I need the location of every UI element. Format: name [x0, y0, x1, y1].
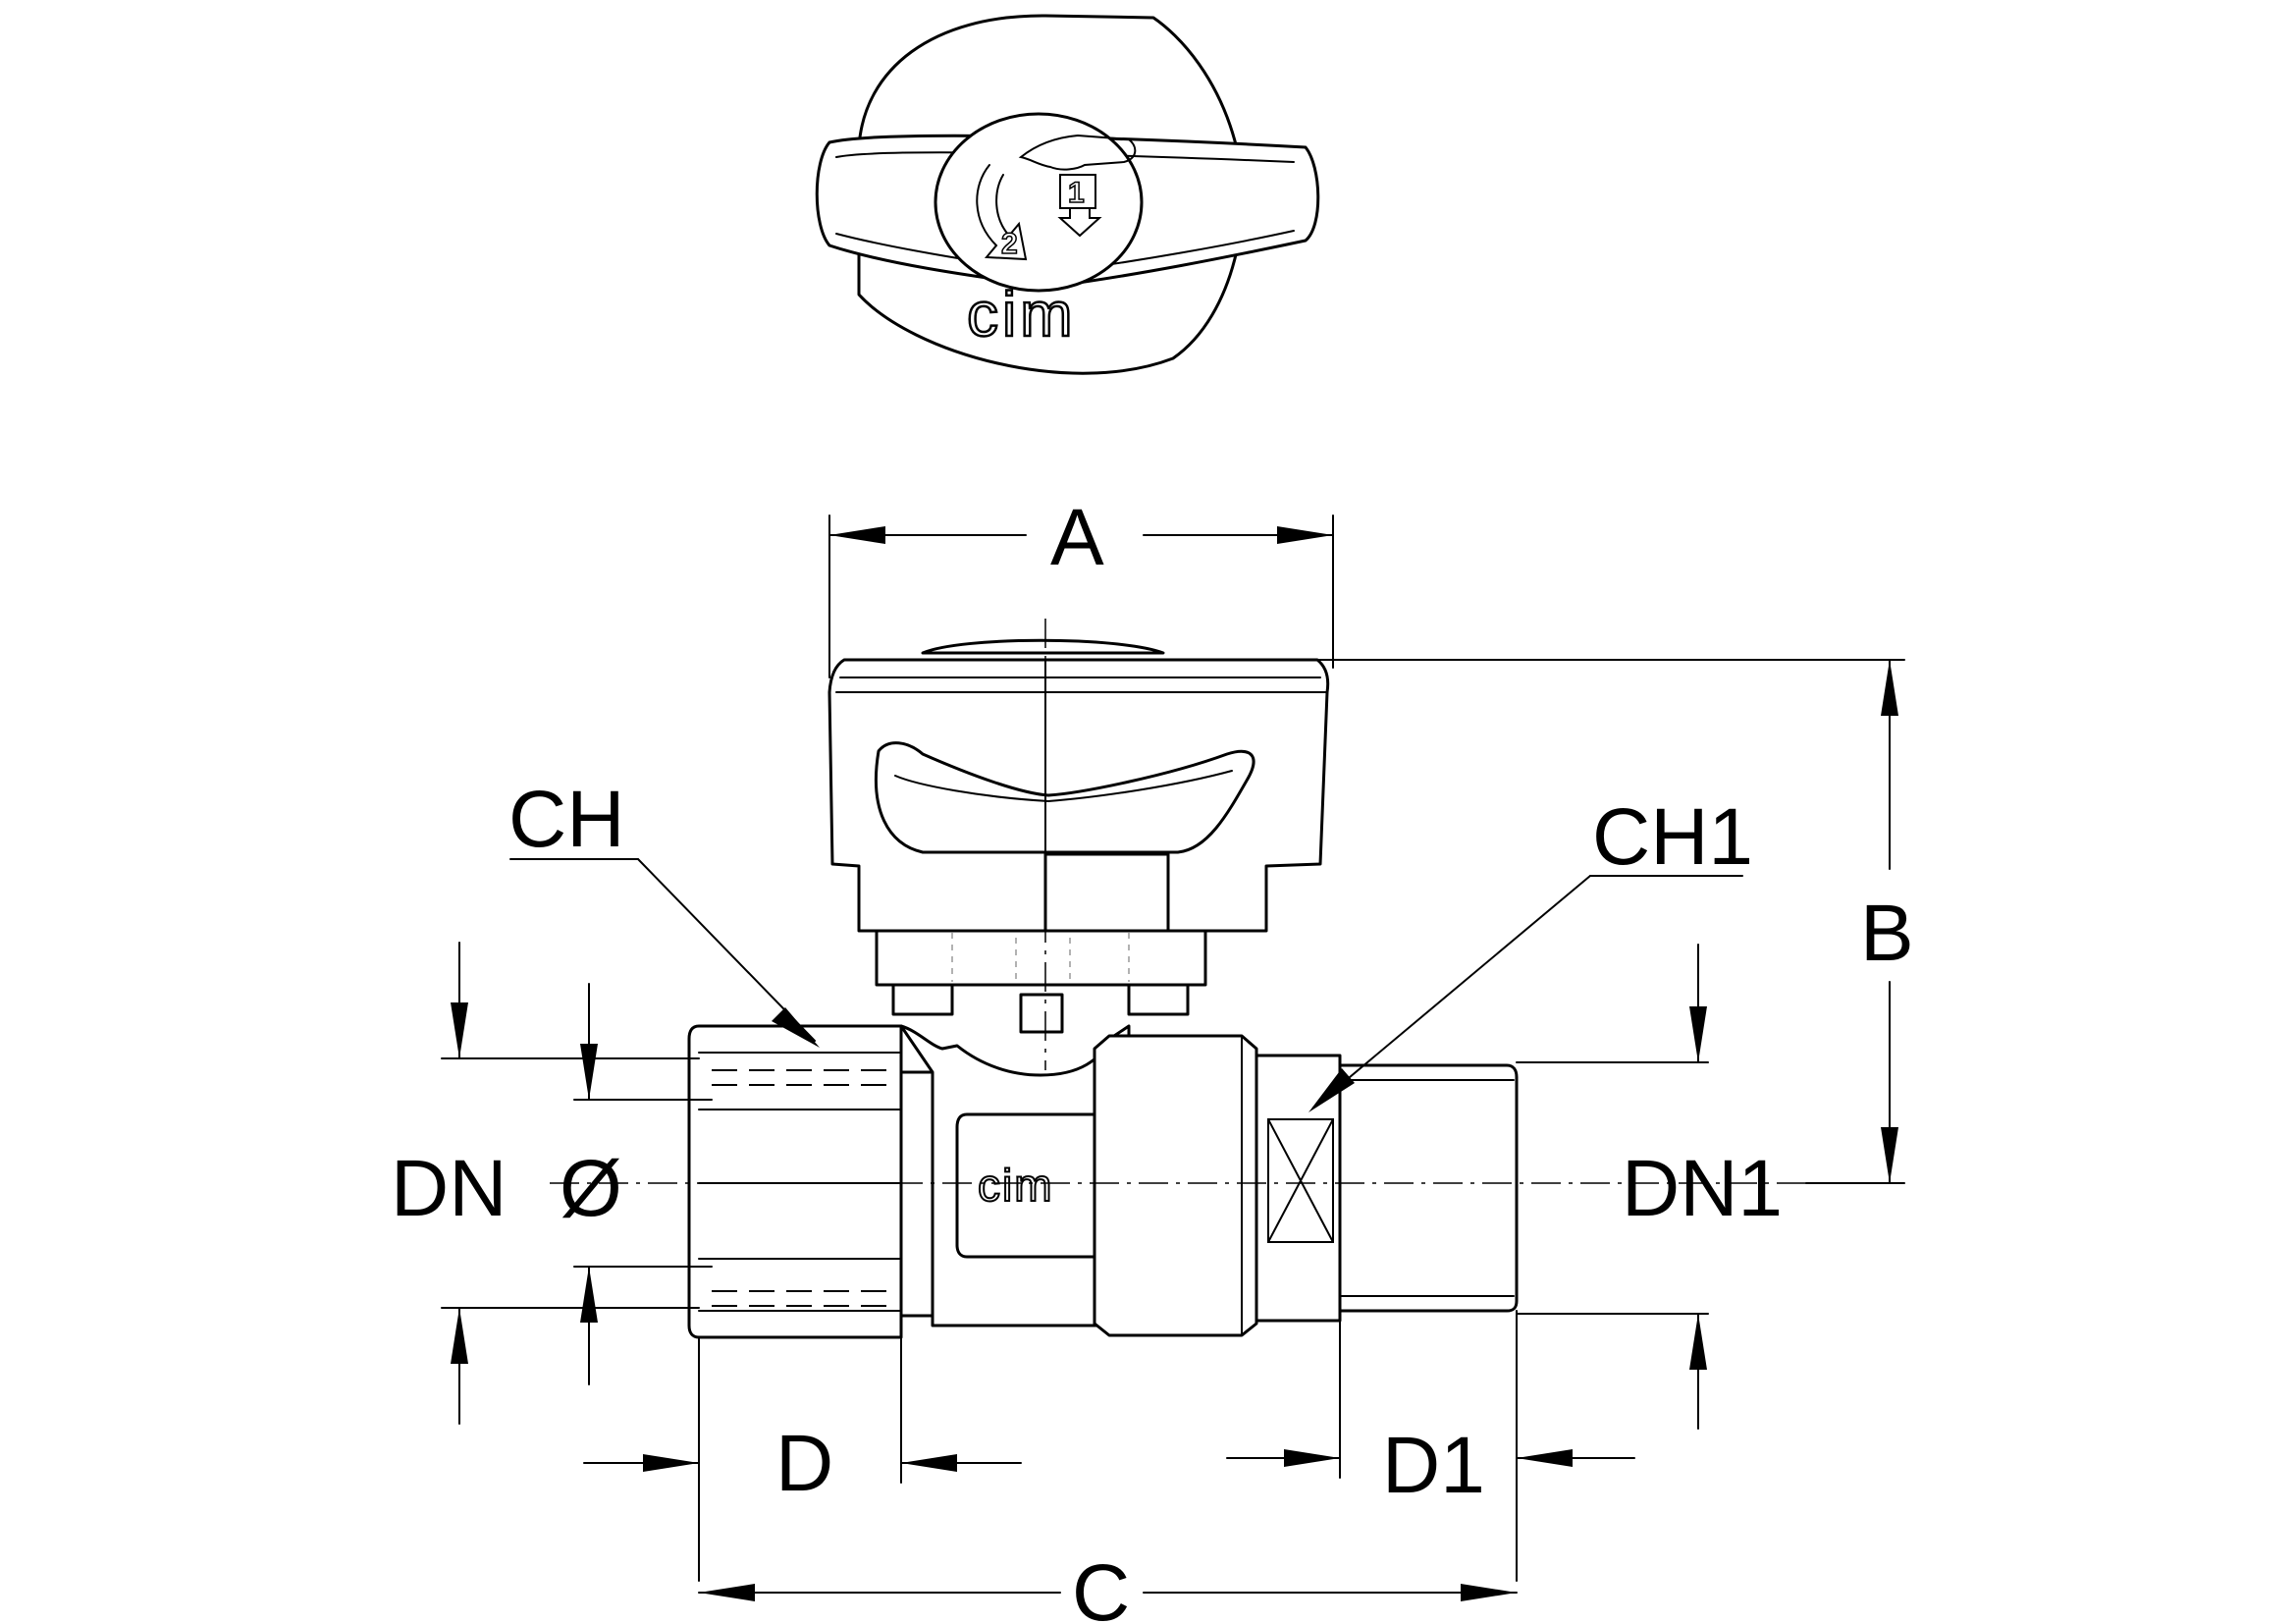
dim-dn1-arrow-bottom [1689, 1314, 1707, 1370]
cap-wing-recess-inner [894, 770, 1233, 803]
ch-label: CH [508, 775, 624, 864]
brand-logo-body: cim [978, 1160, 1054, 1211]
dim-b-arrow-top [1881, 660, 1898, 716]
dim-dn1-arrow-top [1689, 1006, 1707, 1062]
cap-top-nub [921, 638, 1165, 655]
step-1-box [1059, 174, 1096, 209]
dim-dia-label: Ø [560, 1144, 622, 1233]
body-window [955, 1112, 1096, 1259]
dim-d-arrow-right [901, 1454, 957, 1472]
stem-pin-right [1127, 983, 1190, 1016]
dim-b-arrow-bottom [1881, 1127, 1898, 1183]
cap-wing-recess [874, 741, 1255, 854]
dim-d1-label: D1 [1382, 1421, 1485, 1510]
dim-dia-arrow-top [580, 1044, 598, 1100]
dim-a-arrow-right [1277, 526, 1333, 544]
dim-dn1-label: DN1 [1622, 1144, 1783, 1233]
valve-front-view: cim [550, 619, 1806, 1339]
stem-collar [875, 929, 1207, 987]
body-right-male-end [1338, 1063, 1519, 1313]
dim-dn-label: DN [391, 1144, 507, 1233]
ch1-leader-line [1312, 875, 1591, 1109]
dim-d1-arrow-right [1517, 1449, 1573, 1467]
ch1-leader-arrow [1308, 1068, 1355, 1112]
dim-c-arrow-left [699, 1584, 755, 1601]
cap-inner-rim [835, 677, 1328, 693]
hand-pictogram-icon [1018, 134, 1137, 171]
dim-c-label: C [1072, 1548, 1130, 1624]
stem-pin-left [891, 983, 954, 1016]
handle-cap [828, 658, 1330, 933]
dim-dn-arrow-bottom [451, 1308, 468, 1364]
ch1-label: CH1 [1592, 792, 1753, 882]
dim-c-arrow-right [1461, 1584, 1517, 1601]
stem-hidden-lines [951, 933, 1130, 982]
dim-a-label: A [1050, 493, 1104, 582]
dim-d-arrow-left [643, 1454, 699, 1472]
dim-a-arrow-left [829, 526, 885, 544]
dim-d-label: D [775, 1419, 833, 1508]
dim-b-label: B [1860, 889, 1914, 978]
handle-top-view: 1 2 cim [815, 14, 1320, 375]
rotate-arrow-icon [976, 164, 1028, 261]
stem-center-key [1019, 993, 1064, 1034]
dim-dn-arrow-top [451, 1002, 468, 1058]
handle-centre-oval [934, 112, 1144, 293]
step-2-number: 2 [1001, 228, 1018, 260]
dim-d1-arrow-left [1284, 1449, 1340, 1467]
dimension-lines: A B DN Ø DN1 [391, 493, 1914, 1624]
dim-dia-arrow-bottom [580, 1267, 598, 1323]
ch-leader-arrow [772, 1007, 820, 1048]
step-1-number: 1 [1068, 177, 1085, 209]
push-down-arrow-icon [1057, 207, 1102, 238]
hex-ch1-flat-cross [1267, 1118, 1334, 1243]
brand-logo-top: cim [967, 279, 1077, 350]
union-nut [1093, 1034, 1258, 1337]
